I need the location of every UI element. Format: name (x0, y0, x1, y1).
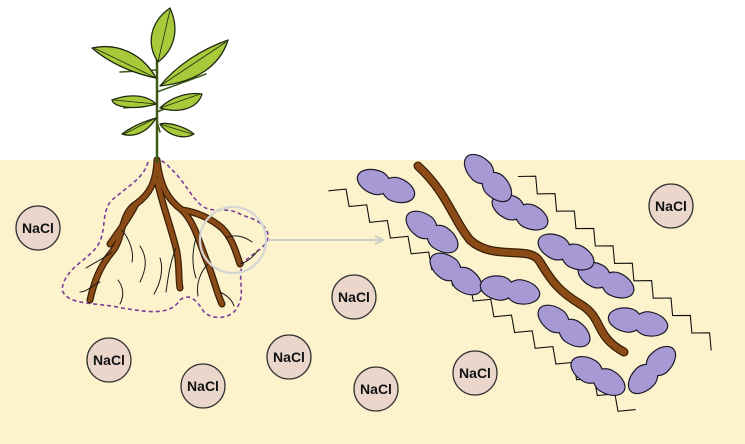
bacterium-capsule-icon (607, 307, 669, 337)
nacl-label: NaCl (338, 289, 370, 305)
magnifier-circle-icon (198, 205, 268, 275)
leaf-right-mid (159, 92, 203, 111)
nacl-label: NaCl (459, 365, 491, 381)
bacterium-capsule-icon (537, 304, 591, 348)
nacl-particle-icon: NaCl (452, 350, 498, 396)
bacterium-capsule-icon (570, 356, 626, 396)
nacl-particle-icon: NaCl (353, 366, 399, 412)
bacterium-capsule-icon (429, 252, 483, 296)
nacl-particle-icon: NaCl (180, 363, 226, 409)
bacterium-capsule-icon (479, 275, 541, 305)
nacl-label: NaCl (187, 378, 219, 394)
bacterium-capsule-icon (537, 233, 595, 271)
nacl-label: NaCl (273, 349, 305, 365)
plant-with-roots-icon (61, 7, 269, 319)
bacterium-capsule-icon (356, 168, 416, 204)
nacl-label: NaCl (655, 198, 687, 214)
nacl-label: NaCl (93, 352, 125, 368)
bacterium-capsule-icon (491, 193, 549, 231)
nacl-particle-icon: NaCl (648, 183, 694, 229)
bacterium-capsule-icon (463, 153, 513, 203)
magnified-rhizosphere (328, 153, 712, 412)
nacl-label: NaCl (360, 381, 392, 397)
bacterium-capsule-icon (405, 210, 459, 254)
leaf-top (150, 7, 176, 63)
nacl-particle-icon: NaCl (86, 337, 132, 383)
zigzag-upper (517, 175, 712, 351)
root-system (79, 156, 259, 308)
nacl-particle-icon: NaCl (266, 334, 312, 380)
bacterium-capsule-icon (627, 345, 677, 395)
plant-leaves (91, 7, 229, 138)
bacteria-layer (356, 153, 677, 396)
rhizosphere-boundary (61, 159, 269, 319)
bacterium-capsule-icon (577, 261, 635, 299)
nacl-particle-icon: NaCl (15, 205, 61, 251)
nacl-particle-icon: NaCl (331, 274, 377, 320)
nacl-label: NaCl (22, 220, 54, 236)
magnified-root (413, 161, 629, 357)
